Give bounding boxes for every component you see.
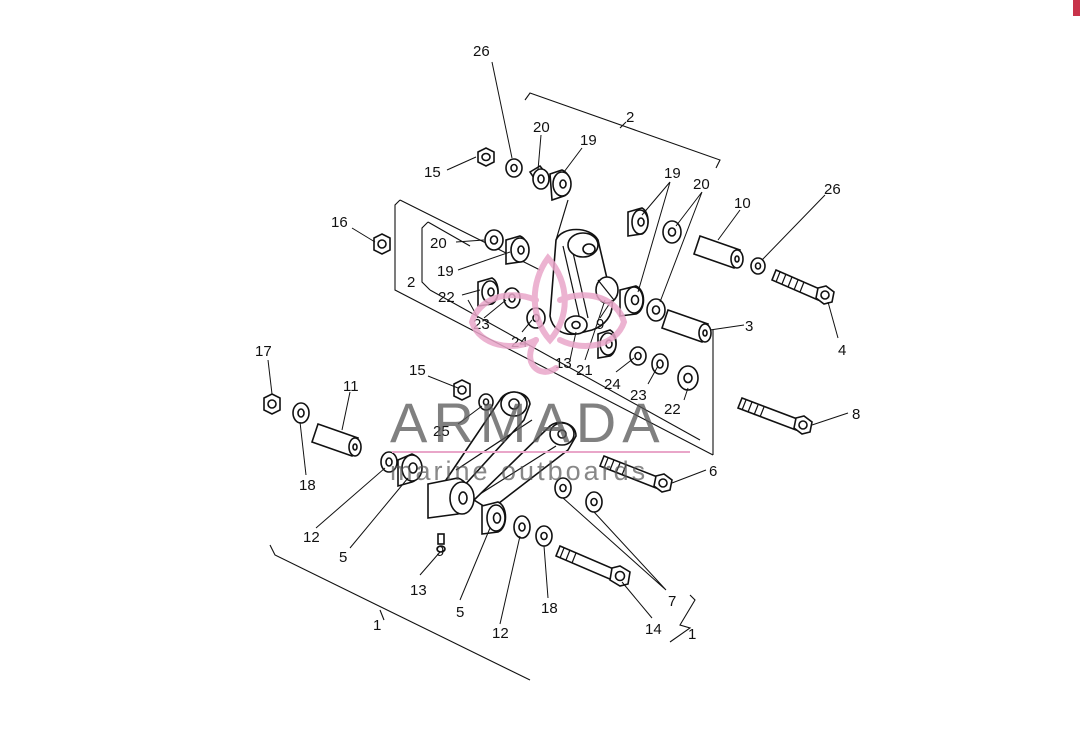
label-22: 22 (664, 401, 681, 418)
bush-19-top (549, 169, 572, 202)
nut-15-lower (453, 379, 471, 401)
label-9: 9 (436, 543, 444, 560)
watermark-brand: ARMADA (390, 391, 666, 454)
label-20: 20 (430, 235, 447, 252)
label-6: 6 (709, 463, 717, 480)
label-23: 23 (630, 387, 647, 404)
washer-18-right (535, 525, 553, 547)
washer-25-area (478, 393, 494, 411)
label-19: 19 (664, 165, 681, 182)
label-4: 4 (838, 342, 846, 359)
washer-7a (554, 477, 572, 499)
washer-18-left (292, 402, 310, 424)
label-19: 19 (437, 263, 454, 280)
collar-20-right (662, 220, 682, 244)
label-9: 9 (596, 316, 604, 333)
bush-5-left (397, 453, 423, 488)
bush-center-large (427, 477, 475, 519)
label-7: 7 (668, 593, 676, 610)
label-25: 25 (433, 423, 450, 440)
bolt-8 (736, 396, 813, 435)
grease-nipple-9-lower (436, 533, 446, 553)
label-21: 21 (576, 362, 593, 379)
watermark-tagline: marine outboards (390, 456, 648, 486)
nut-15-top (477, 147, 495, 167)
label-20: 20 (533, 119, 550, 136)
bush-19-right (627, 207, 649, 237)
washer-26-top (505, 158, 523, 178)
label-19: 19 (580, 132, 597, 149)
collar-20-left (484, 229, 504, 251)
label-12: 12 (492, 625, 509, 642)
label-13: 13 (410, 582, 427, 599)
bolt-14 (554, 544, 631, 587)
assembly-brackets (269, 92, 721, 681)
washer-24-right (629, 346, 647, 366)
bush-19-lower (619, 285, 645, 317)
collar-23-right (651, 353, 669, 375)
label-13: 13 (555, 355, 572, 372)
ring-12-right (513, 515, 531, 539)
label-1: 1 (688, 626, 696, 643)
label-16: 16 (331, 214, 348, 231)
nut-17 (263, 393, 281, 415)
washer-26-right (750, 257, 766, 275)
leader-lines (267, 61, 849, 625)
bush-22-right (677, 365, 699, 391)
bush-19-left (505, 235, 530, 265)
label-20: 20 (693, 176, 710, 193)
collar-20-top (528, 164, 550, 190)
bolt-6 (598, 454, 673, 493)
bolt-4 (770, 268, 835, 305)
label-26: 26 (473, 43, 490, 60)
callout-labels: 26 2 20 19 15 19 20 10 26 16 20 19 2 22 … (255, 43, 860, 643)
lotus-logo (468, 253, 628, 375)
label-1: 1 (373, 617, 381, 634)
upper-link-arm (549, 199, 619, 336)
corner-accent-mark (1073, 0, 1080, 16)
lower-row-parts (263, 379, 673, 587)
label-2: 2 (626, 109, 634, 126)
label-12: 12 (303, 529, 320, 546)
label-15: 15 (409, 362, 426, 379)
bush-5-right (481, 501, 507, 535)
label-14: 14 (645, 621, 662, 638)
label-11: 11 (343, 378, 359, 395)
label-2: 2 (407, 274, 415, 291)
label-8: 8 (852, 406, 860, 423)
label-18: 18 (299, 477, 316, 494)
sleeve-11 (310, 422, 362, 458)
label-22: 22 (438, 289, 455, 306)
nut-16 (373, 233, 391, 255)
label-3: 3 (745, 318, 753, 335)
label-5: 5 (339, 549, 347, 566)
sleeve-10 (692, 234, 744, 270)
lower-link-arms (444, 391, 577, 511)
washer-7b (585, 491, 603, 513)
sleeve-3 (660, 308, 712, 344)
label-18: 18 (541, 600, 558, 617)
ring-12-left (380, 451, 398, 473)
label-5: 5 (456, 604, 464, 621)
collar-20-lower (646, 298, 666, 322)
label-26: 26 (824, 181, 841, 198)
watermark: ARMADA marine outboards (390, 253, 690, 486)
label-15: 15 (424, 164, 441, 181)
label-10: 10 (734, 195, 751, 212)
label-24: 24 (604, 376, 621, 393)
upper-row-parts (373, 147, 835, 435)
label-17: 17 (255, 343, 272, 360)
